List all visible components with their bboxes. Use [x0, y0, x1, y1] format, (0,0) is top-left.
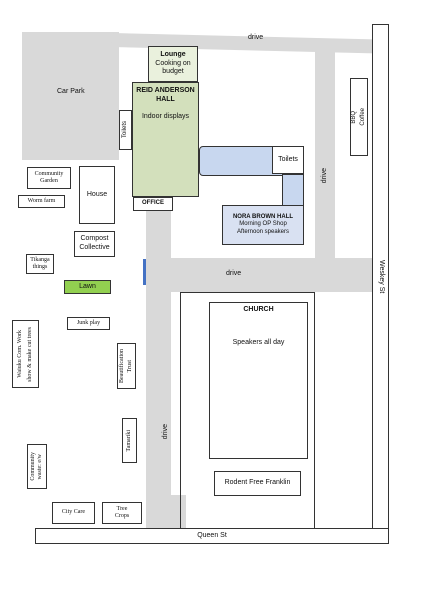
lounge-line1: Cooking on: [155, 59, 191, 67]
reid-anderson-title-1: REID ANDERSON: [136, 87, 195, 94]
beautification-line2: Trust: [126, 359, 133, 373]
drive-lower-label: drive: [162, 424, 169, 440]
lounge-title: Lounge: [160, 50, 186, 58]
lawn-area: Lawn: [64, 280, 111, 294]
toilets-right-label: Toilets: [278, 155, 298, 163]
coffee-label: Coffee: [359, 108, 366, 126]
drive-right-label: drive: [321, 168, 328, 184]
city-care-label: City Care: [61, 509, 86, 516]
waiuku-community-work: Waiuku Com. Work show & make cut trees: [12, 320, 39, 388]
community-garden: Community Garden: [27, 167, 71, 189]
compost-line1: Compost: [80, 235, 109, 243]
drive-bottom-link: [146, 495, 186, 528]
church-building: CHURCH Speakers all day: [209, 302, 308, 459]
weskey-street-label: Weskey St: [377, 259, 385, 294]
community-garden-line1: Community: [34, 170, 64, 177]
weskey-street: Weskey St: [372, 24, 389, 529]
worm-farm-label: Worm farm: [27, 197, 56, 204]
community-waste: Community waste: e/w: [27, 444, 47, 489]
toilets-left-label: Toilets: [121, 121, 128, 139]
blue-marker: [143, 259, 146, 285]
toilets-left: Toilets: [119, 110, 132, 150]
church-subtitle: Speakers all day: [232, 338, 285, 346]
church-grounds: [180, 292, 315, 528]
junk-play-label: Junk play: [76, 319, 101, 326]
tree-crops-line1: Tree: [116, 505, 128, 512]
compost-collective: Compost Collective: [74, 231, 115, 257]
reid-anderson-hall: REID ANDERSON HALL Indoor displays: [132, 82, 199, 197]
waiuku-line1: Waiuku Com. Work: [17, 330, 24, 378]
tree-crops: Tree Crops: [102, 502, 142, 524]
office-label: OFFICE: [142, 200, 164, 207]
drive-middle-road: [146, 258, 372, 292]
community-garden-line2: Garden: [40, 178, 58, 184]
house-building: House: [79, 166, 115, 224]
tree-crops-line2: Crops: [114, 513, 130, 519]
lounge-building: Lounge Cooking on budget: [148, 46, 198, 82]
church-title: CHURCH: [243, 306, 274, 313]
nora-brown-title: NORA BROWN HALL: [232, 214, 294, 221]
compost-line2: Collective: [79, 244, 110, 251]
reid-anderson-title-2: HALL: [156, 95, 175, 103]
car-park-surface: [22, 32, 119, 160]
tamariki-label: Tamariki: [125, 429, 132, 452]
nora-brown-connector-down: [282, 174, 304, 206]
beautification-trust: Beautification Trust: [117, 343, 136, 389]
beautification-line1: Beautification: [119, 349, 126, 383]
reid-anderson-subtitle: Indoor displays: [141, 112, 190, 120]
worm-farm: Worm farm: [18, 195, 65, 208]
house-label: House: [86, 190, 108, 198]
car-park-label: Car Park: [57, 88, 85, 95]
community-waste-line2: waste: e/w: [37, 453, 43, 480]
nora-brown-line2: Afternoon speakers: [236, 228, 290, 235]
bbq-label: BBQ: [351, 110, 358, 124]
toilets-right: Toilets: [272, 146, 304, 174]
community-waste-line1: Community: [29, 452, 36, 481]
rodent-free-franklin: Rodent Free Franklin: [214, 471, 301, 496]
junk-play: Junk play: [67, 317, 110, 330]
drive-middle-label: drive: [226, 270, 242, 277]
rodent-free-label: Rodent Free Franklin: [224, 479, 291, 487]
waiuku-line2: show & make cut trees: [26, 326, 33, 382]
tikanga-line2: things: [32, 264, 48, 270]
nora-brown-line1: Morning OP Shop: [239, 221, 287, 228]
city-care: City Care: [52, 502, 95, 524]
tikanga-line1: Tikanga: [30, 256, 50, 263]
tamariki-area: Tamariki: [122, 418, 137, 463]
coffee-bbq-stand: BBQ Coffee: [350, 78, 368, 156]
queen-street-label: Queen St: [197, 531, 227, 539]
drive-right-road: [315, 44, 335, 259]
drive-top-label: drive: [248, 34, 264, 41]
nora-brown-hall: NORA BROWN HALL Morning OP Shop Afternoo…: [222, 205, 304, 245]
lawn-label: Lawn: [79, 282, 96, 290]
lounge-line2: budget: [162, 68, 184, 76]
tikanga-things: Tikanga things: [26, 254, 54, 274]
office-building: OFFICE: [133, 197, 173, 211]
queen-street: Queen St: [35, 528, 389, 544]
drive-lower-road: [146, 210, 171, 528]
